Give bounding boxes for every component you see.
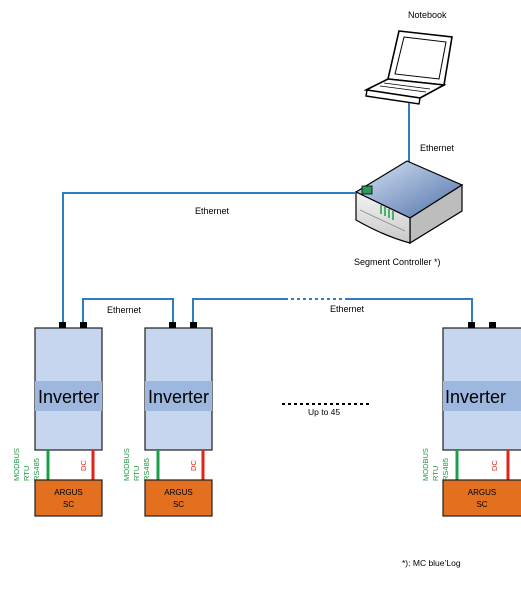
argus-sc-label: SC (173, 500, 184, 509)
segment-controller-icon (354, 160, 464, 245)
argus-sc-label: SC (63, 500, 74, 509)
argus-sc-box (442, 479, 521, 517)
ethernet-port (169, 322, 176, 328)
inverter-label: Inverter (445, 387, 506, 407)
rs485-label: RS485 (142, 458, 151, 481)
rtu-label: RTU (22, 466, 31, 481)
dc-label: DC (189, 460, 198, 471)
ethernet-port (489, 322, 496, 328)
rtu-label: RTU (431, 466, 440, 481)
segment-controller-label: Segment Controller *) (354, 257, 441, 267)
argus-label: ARGUS (54, 488, 82, 497)
ethernet-link-n (345, 298, 473, 325)
argus-label: ARGUS (164, 488, 192, 497)
notebook-icon (363, 30, 453, 105)
inverter-label: Inverter (38, 387, 99, 407)
argus-sc-box (34, 479, 103, 517)
dc-label: DC (79, 460, 88, 471)
ethernet-port (190, 322, 197, 328)
ethernet-controller-label: Ethernet (195, 206, 230, 216)
ethernet-port (59, 322, 66, 328)
ethernet-link-1-2 (82, 298, 174, 325)
inverter-band (35, 381, 102, 411)
modbus-label: MODBUS (421, 448, 430, 481)
inverter-unit-1: Inverter MODBUS RTU RS485 DC ARGUS SC (12, 322, 103, 517)
inverter-band (145, 381, 212, 411)
inverter-unit-2: Inverter MODBUS RTU RS485 DC ARGUS SC (122, 322, 213, 517)
footnote: *): MC blue’Log (402, 558, 461, 568)
ethernet-port (468, 322, 475, 328)
argus-sc-box (144, 479, 213, 517)
up-to-label: Up to 45 (308, 407, 340, 417)
ethernet-notebook-label: Ethernet (420, 143, 455, 153)
dc-label: DC (490, 460, 499, 471)
modbus-label: MODBUS (12, 448, 21, 481)
inverter-unit-n: Inverter MODBUS RTU RS485 DC ARGUS SC (421, 322, 521, 517)
ethernet-link-1-label: Ethernet (107, 305, 142, 315)
modbus-label: MODBUS (122, 448, 131, 481)
ethernet-link-2-n (192, 298, 285, 325)
rs485-label: RS485 (441, 458, 450, 481)
ethernet-link-2-label: Ethernet (330, 304, 365, 314)
argus-sc-label: SC (476, 500, 487, 509)
inverter-label: Inverter (148, 387, 209, 407)
rtu-label: RTU (132, 466, 141, 481)
ethernet-port (80, 322, 87, 328)
inverter-band (443, 381, 521, 411)
rs485-label: RS485 (32, 458, 41, 481)
argus-label: ARGUS (468, 488, 496, 497)
ethernet-cable-controller (62, 192, 356, 325)
notebook-label: Notebook (408, 10, 447, 20)
